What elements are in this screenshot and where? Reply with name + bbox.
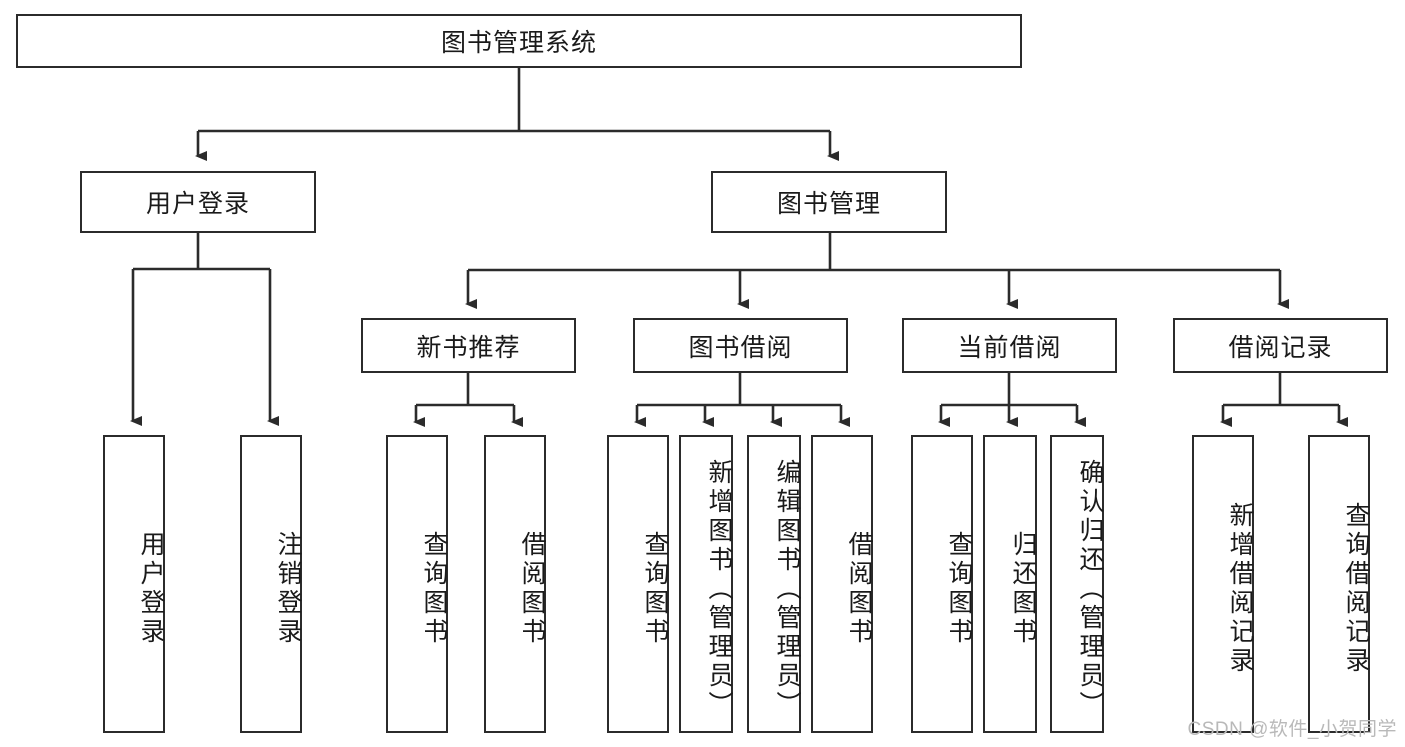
- node-leaf-borrow-book-1[interactable]: 借阅图书: [484, 435, 546, 733]
- node-root-label: 图书管理系统: [440, 29, 597, 57]
- node-borrow-record[interactable]: 借阅记录: [1173, 318, 1388, 373]
- node-current-borrow[interactable]: 当前借阅: [902, 318, 1117, 373]
- node-leaf-add-book-label: 新增图书（管理员）: [705, 458, 733, 720]
- node-leaf-query-book-3[interactable]: 查询图书: [911, 435, 973, 733]
- node-user-login-label: 用户登录: [145, 190, 250, 218]
- watermark: CSDN @软件_小贺同学: [1187, 719, 1397, 740]
- node-leaf-query-book-1[interactable]: 查询图书: [386, 435, 448, 733]
- node-leaf-return-book-label: 归还图书: [1009, 531, 1037, 647]
- node-new-book-recommend-label: 新书推荐: [416, 333, 521, 362]
- node-leaf-borrow-book-2-label: 借阅图书: [845, 531, 873, 647]
- node-leaf-user-login[interactable]: 用户登录: [103, 435, 165, 733]
- node-leaf-user-logout-label: 注销登录: [274, 531, 302, 647]
- node-book-manage[interactable]: 图书管理: [711, 171, 947, 233]
- node-leaf-edit-book-label: 编辑图书（管理员）: [773, 458, 801, 720]
- node-leaf-edit-book[interactable]: 编辑图书（管理员）: [747, 435, 801, 733]
- node-leaf-query-book-1-label: 查询图书: [420, 531, 448, 647]
- node-leaf-add-book[interactable]: 新增图书（管理员）: [679, 435, 733, 733]
- node-leaf-borrow-book-1-label: 借阅图书: [518, 531, 546, 647]
- node-user-login[interactable]: 用户登录: [80, 171, 316, 233]
- node-root[interactable]: 图书管理系统: [16, 14, 1022, 68]
- node-book-borrow-label: 图书借阅: [688, 333, 793, 362]
- node-current-borrow-label: 当前借阅: [957, 333, 1062, 362]
- node-leaf-query-record[interactable]: 查询借阅记录: [1308, 435, 1370, 733]
- node-leaf-query-record-label: 查询借阅记录: [1342, 502, 1370, 676]
- node-leaf-add-record[interactable]: 新增借阅记录: [1192, 435, 1254, 733]
- node-book-borrow[interactable]: 图书借阅: [633, 318, 848, 373]
- node-book-manage-label: 图书管理: [776, 190, 881, 218]
- node-new-book-recommend[interactable]: 新书推荐: [361, 318, 576, 373]
- node-leaf-user-login-label: 用户登录: [137, 531, 165, 647]
- node-leaf-query-book-3-label: 查询图书: [945, 531, 973, 647]
- node-leaf-return-book[interactable]: 归还图书: [983, 435, 1037, 733]
- node-leaf-query-book-2[interactable]: 查询图书: [607, 435, 669, 733]
- node-leaf-query-book-2-label: 查询图书: [641, 531, 669, 647]
- node-borrow-record-label: 借阅记录: [1228, 333, 1333, 362]
- node-leaf-user-logout[interactable]: 注销登录: [240, 435, 302, 733]
- node-leaf-add-record-label: 新增借阅记录: [1226, 502, 1254, 676]
- node-leaf-confirm-return[interactable]: 确认归还（管理员）: [1050, 435, 1104, 733]
- node-leaf-confirm-return-label: 确认归还（管理员）: [1076, 458, 1104, 720]
- node-leaf-borrow-book-2[interactable]: 借阅图书: [811, 435, 873, 733]
